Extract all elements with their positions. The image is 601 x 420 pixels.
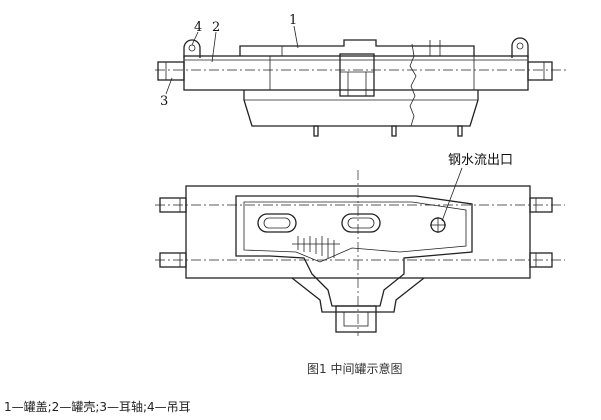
side-elevation (155, 25, 568, 137)
plan-slots (257, 213, 381, 233)
callout-3-leader (165, 77, 173, 95)
hatched-area (292, 236, 340, 258)
plan-trunnions (159, 197, 553, 268)
callout-3: 3 (160, 94, 168, 109)
left-lifting-lug (183, 39, 201, 58)
callout-2: 2 (212, 20, 220, 35)
right-lifting-lug (511, 37, 529, 58)
tundish-shell (183, 43, 529, 137)
figure-legend: 1—罐盖;2—罐壳;3—耳轴;4—吊耳 (4, 400, 191, 414)
bottom-nozzle (335, 305, 377, 333)
tundish-cover (239, 39, 475, 56)
callout-1-leader (293, 25, 299, 49)
figure-caption: 图1 中间罐示意图 (307, 362, 403, 376)
callout-4: 4 (194, 20, 202, 35)
outlet-label: 钢水流出口 (448, 153, 513, 168)
steel-outlet (430, 167, 463, 233)
callout-1: 1 (289, 13, 297, 28)
callout-2-leader (211, 31, 217, 63)
callout-4-leader (191, 31, 199, 46)
plan-view (155, 167, 565, 336)
left-trunnion (157, 61, 185, 81)
right-trunnion (527, 61, 553, 81)
outlet-leader (441, 167, 463, 222)
